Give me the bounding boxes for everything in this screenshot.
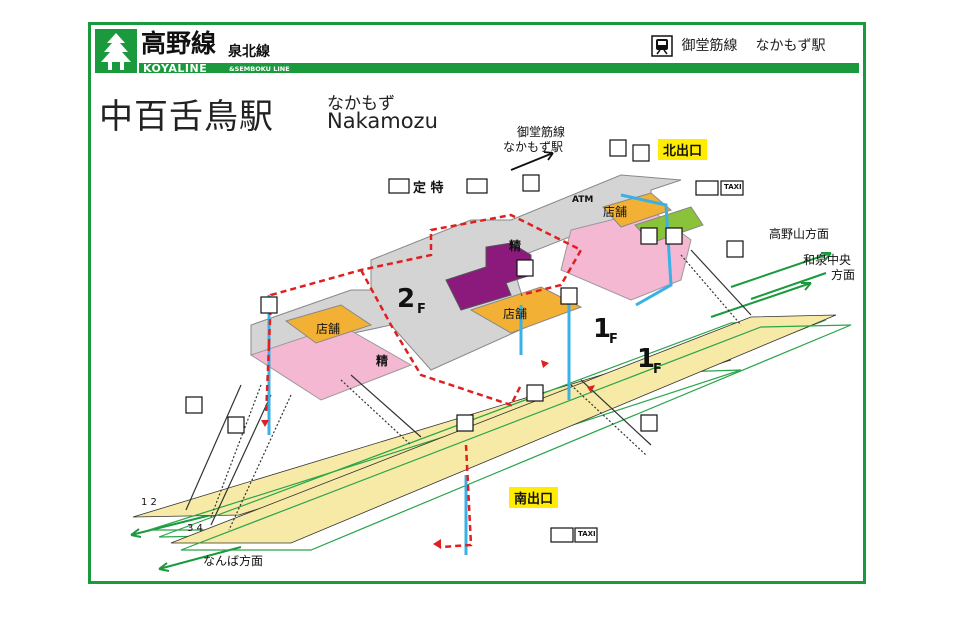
platform-12-label: 1 2: [141, 497, 157, 508]
taxi-label-north: TAXI: [724, 183, 742, 191]
taxi-label-south: TAXI: [578, 530, 596, 538]
svg-text:2: 2: [397, 284, 415, 314]
shop-label-1: 店舗: [316, 322, 341, 336]
shop-label-2: 店舗: [503, 307, 528, 321]
south-exit-label: 南出口: [509, 487, 559, 508]
shop-label-3: 店舗: [603, 205, 628, 219]
floor-labels: 2 F 1 F 1 F: [397, 284, 662, 377]
atm-label: ATM: [572, 195, 594, 205]
connection-station: なかもず駅: [755, 38, 826, 54]
station-map: 2 F 1 F 1 F: [130, 139, 852, 572]
fare-adjust-label-1: 精: [509, 239, 522, 253]
direction-namba: なんば方面: [203, 554, 264, 568]
header-bar: [139, 63, 859, 73]
svg-text:F: F: [417, 302, 426, 317]
subway-train-icon: [651, 35, 673, 57]
direction-izumi-1: 和泉中央: [803, 253, 852, 267]
connection-line: 御堂筋線: [681, 38, 738, 54]
connection-info: 御堂筋線 なかもず駅: [651, 35, 825, 57]
transfer-arrow: [510, 151, 554, 171]
stairs: [185, 249, 752, 531]
tree-logo-icon: [95, 29, 137, 73]
svg-text:1: 1: [637, 344, 655, 374]
map-frame: 高野線 泉北線 KOYALINE &SEMBOKU LINE 御堂筋線なかもず駅…: [88, 22, 866, 584]
sign-icons: [185, 139, 744, 543]
elevator-shafts: [267, 193, 673, 555]
svg-text:F: F: [653, 362, 662, 377]
route-arrows: [261, 360, 595, 549]
line-name: 高野線: [141, 29, 217, 58]
direction-koyasan: 高野山方面: [769, 227, 830, 241]
station-name-jp: 中百舌鳥駅: [99, 97, 274, 137]
transfer-line: 御堂筋線: [517, 125, 566, 139]
line-en: KOYALINE: [143, 62, 208, 75]
transfer-station: なかもず駅: [503, 140, 564, 154]
direction-izumi-2: 方面: [831, 268, 856, 282]
line-sub-en: &SEMBOKU LINE: [229, 65, 290, 73]
svg-text:1: 1: [593, 314, 611, 344]
station-name-en: Nakamozu: [327, 109, 438, 133]
fare-adjust-label-2: 精: [376, 354, 389, 368]
direction-arrows: [130, 252, 832, 572]
accessible-route: [264, 213, 583, 549]
station-name-kana: なかもず: [327, 94, 395, 114]
north-exit-label: 北出口: [658, 139, 708, 160]
platforms: [132, 314, 852, 551]
header: 高野線 泉北線 KOYALINE &SEMBOKU LINE 御堂筋線 なかもず駅: [91, 25, 863, 77]
platform-34-label: 3 4: [187, 523, 203, 534]
svg-text:F: F: [609, 332, 618, 347]
ticket-office-label: 定 特: [413, 181, 444, 196]
line-sub: 泉北線: [228, 44, 270, 60]
